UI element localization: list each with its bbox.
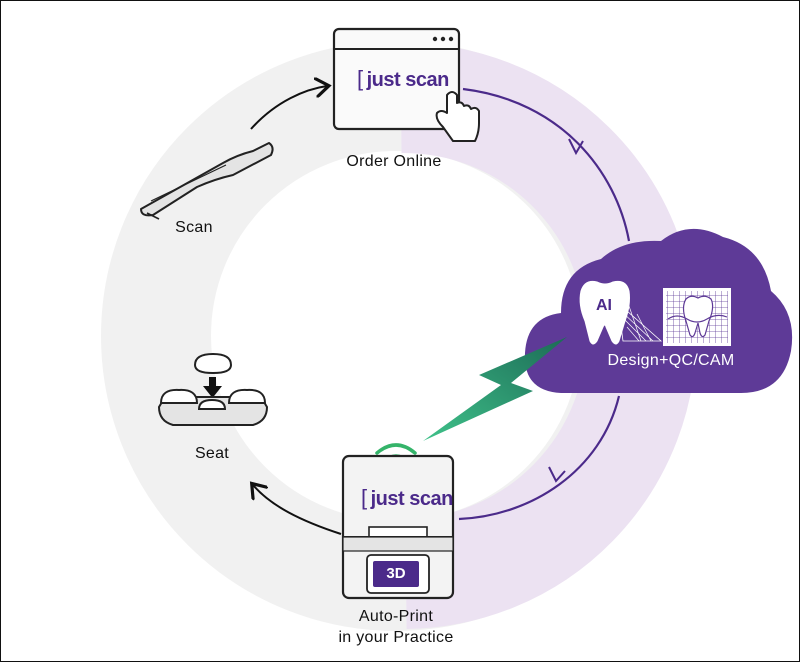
logo-bracket: [ [357, 66, 363, 91]
tooth-scan-grid-icon [663, 288, 731, 346]
printer-3d-chip: 3D [373, 561, 419, 587]
justscan-logo-browser: [just scan [357, 66, 449, 92]
step-label-seat: Seat [194, 445, 230, 462]
logo-text: just scan [370, 488, 454, 510]
logo-text: just scan [366, 69, 450, 91]
logo-bracket: [ [361, 485, 367, 510]
intraoral-scanner-icon [140, 142, 274, 220]
lightning-bolt-icon [423, 337, 567, 441]
step-label-scan: Scan [175, 219, 213, 236]
ai-badge: AI [596, 297, 612, 314]
purple-flow-arcs [458, 87, 631, 521]
crown-seat-icon [157, 352, 269, 426]
cloud-icon [524, 228, 793, 393]
tooth-icon [579, 280, 663, 345]
browser-window-icon [332, 27, 461, 131]
step-label-order: Order Online [346, 153, 442, 170]
black-flow-arrows [251, 86, 342, 535]
print-label-line2: in your Practice [338, 629, 454, 646]
step-label-design: Design+QC/CAM [607, 352, 735, 369]
pointer-hand-icon [435, 91, 480, 142]
step-label-print: Auto-Print in your Practice [301, 606, 491, 648]
print-label-line1: Auto-Print [358, 608, 434, 625]
justscan-logo-printer: [just scan [361, 485, 453, 511]
